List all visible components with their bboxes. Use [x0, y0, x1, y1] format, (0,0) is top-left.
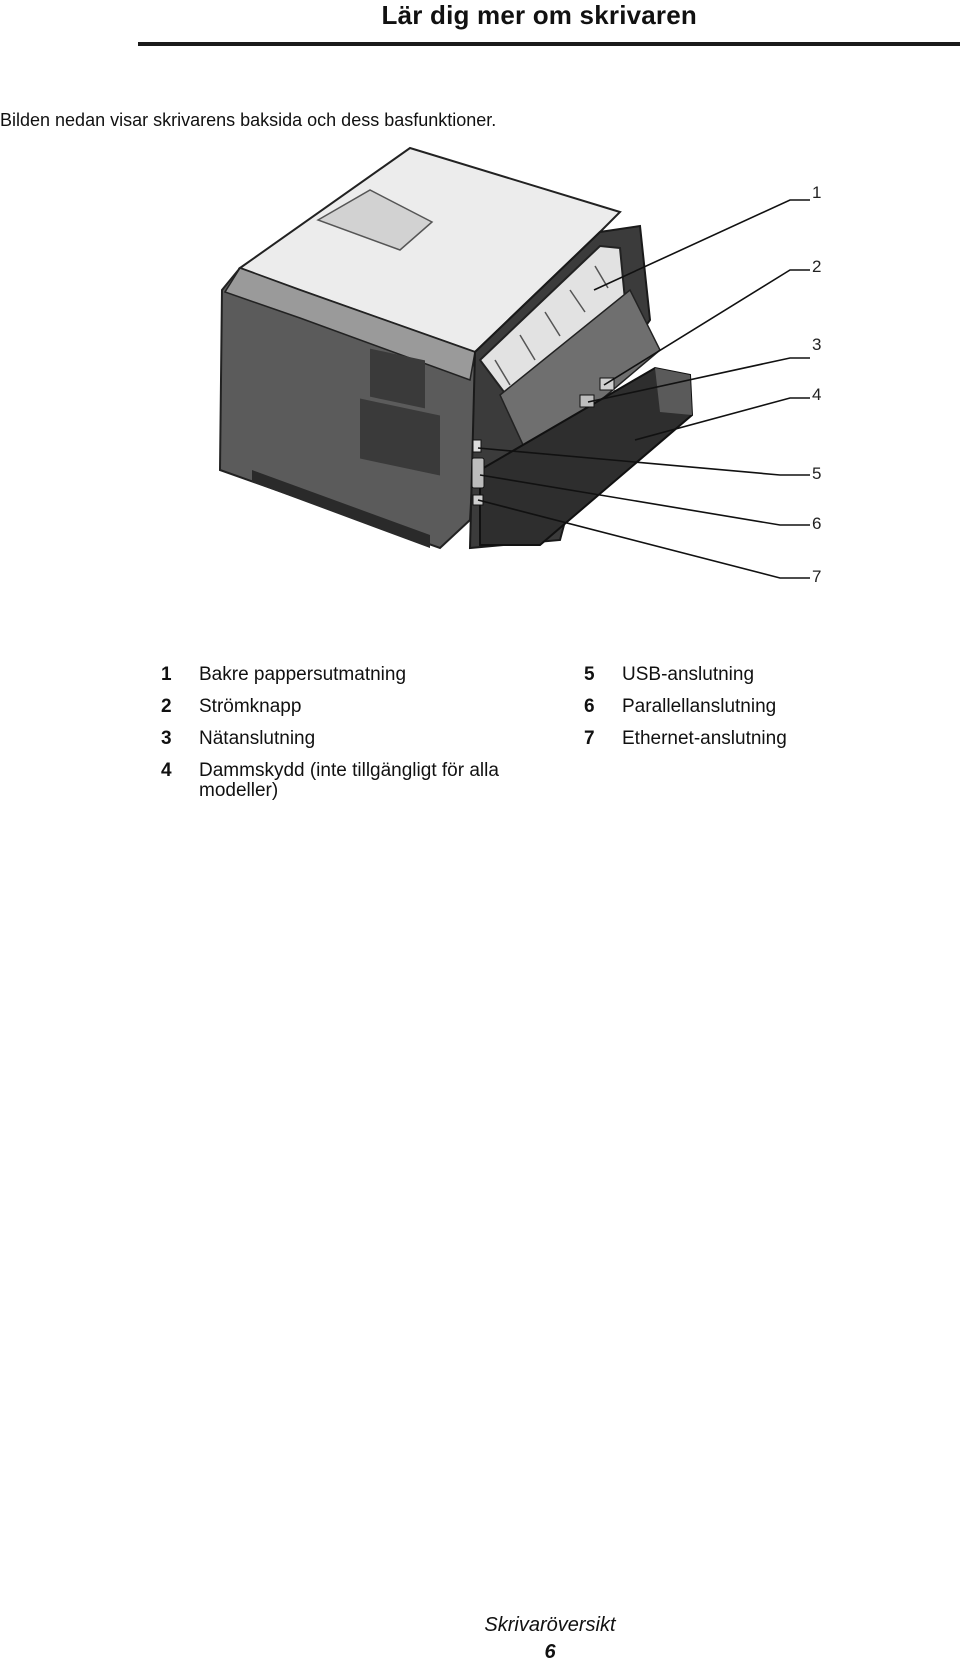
legend-item: 5 USB-anslutning: [584, 665, 884, 685]
legend-item: 7 Ethernet-anslutning: [584, 729, 884, 749]
legend-label: Parallellanslutning: [622, 696, 777, 717]
legend-number: 1: [161, 664, 172, 685]
callout-3: 3: [812, 335, 822, 354]
legend-label: Nätanslutning: [199, 728, 316, 749]
legend-number: 6: [584, 696, 595, 717]
legend-label: Dammskydd (inte tillgängligt för alla mo…: [199, 760, 499, 801]
intro-text: Bilden nedan visar skrivarens baksida oc…: [0, 110, 497, 130]
page-number: 6: [544, 1641, 556, 1663]
printer-rear-illustration: [218, 146, 810, 579]
legend-left-column: 1 Bakre pappersutmatning 2 Strömknapp 3 …: [161, 665, 541, 813]
legend-label: Bakre pappersutmatning: [199, 664, 407, 685]
legend-label: Strömknapp: [199, 696, 302, 717]
callout-5: 5: [812, 464, 822, 483]
header-rule: [138, 42, 960, 46]
callout-4: 4: [812, 385, 822, 404]
callout-2: 2: [812, 257, 822, 276]
legend-item: 1 Bakre pappersutmatning: [161, 665, 541, 685]
legend-item: 3 Nätanslutning: [161, 729, 541, 749]
legend-number: 5: [584, 664, 595, 685]
legend-number: 7: [584, 728, 595, 749]
legend-number: 2: [161, 696, 172, 717]
footer-section-title: Skrivaröversikt: [484, 1614, 616, 1636]
legend-label: USB-anslutning: [622, 664, 755, 685]
legend-label: Ethernet-anslutning: [622, 728, 787, 749]
callout-7: 7: [812, 567, 822, 586]
legend-right-column: 5 USB-anslutning 6 Parallellanslutning 7…: [584, 665, 884, 761]
legend-item: 2 Strömknapp: [161, 697, 541, 717]
legend-number: 4: [161, 760, 172, 781]
legend-number: 3: [161, 728, 172, 749]
legend-item: 4 Dammskydd (inte tillgängligt för alla …: [161, 761, 541, 801]
callout-6: 6: [812, 514, 822, 533]
callout-1: 1: [812, 183, 822, 202]
legend-item: 6 Parallellanslutning: [584, 697, 884, 717]
page-header-title: Lär dig mer om skrivaren: [381, 0, 697, 30]
